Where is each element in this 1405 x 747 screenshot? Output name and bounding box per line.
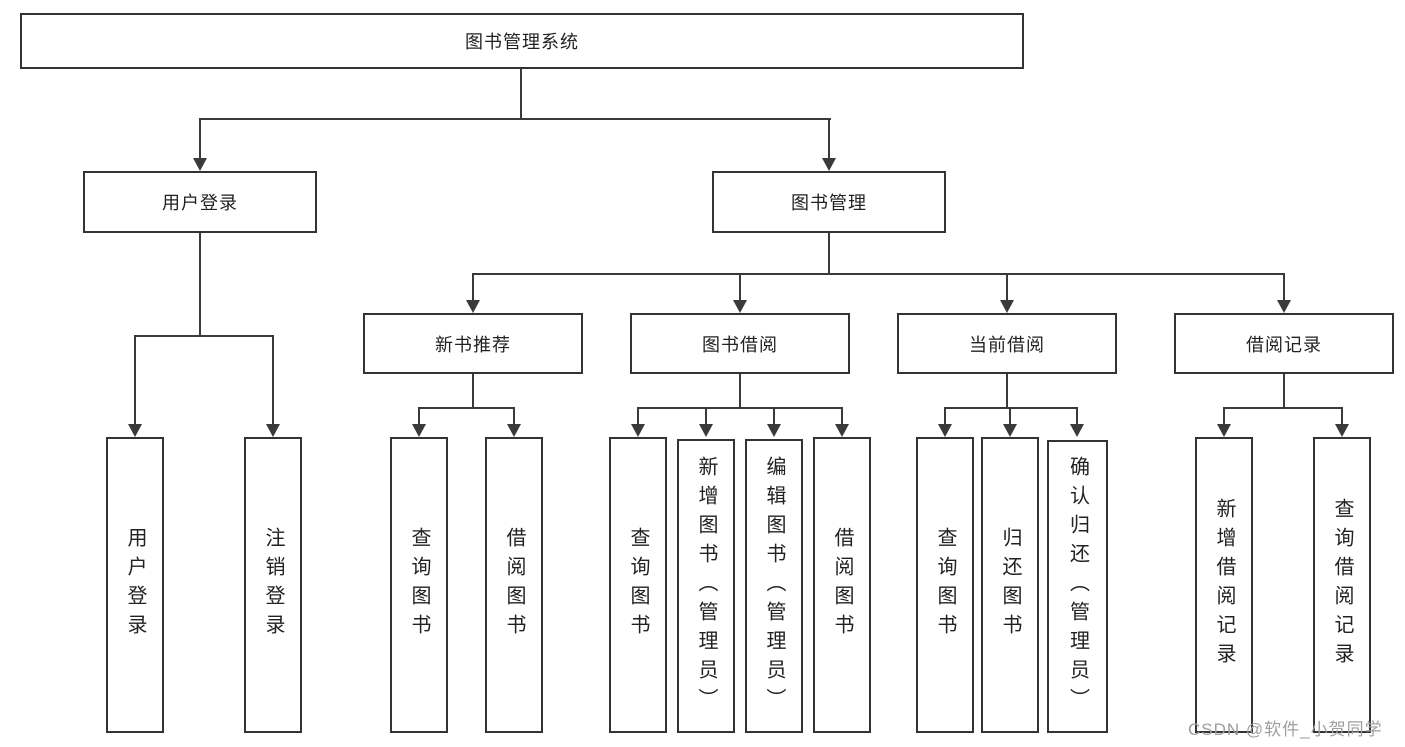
node-query-book-current: 查询图书 [916, 437, 974, 733]
node-borrow-book: 借阅图书 [813, 437, 871, 733]
node-edit-book-admin: 编辑图书（管理员） [745, 439, 803, 733]
node-label: 查询图书 [408, 527, 430, 643]
arrow-down-icon [507, 424, 521, 437]
connector-drop [637, 407, 639, 424]
connector-login-drop [134, 335, 136, 424]
connector-drop [944, 407, 946, 424]
node-logout: 注销登录 [244, 437, 302, 733]
node-label: 查询图书 [627, 527, 649, 643]
arrow-down-icon [938, 424, 952, 437]
arrow-down-icon [1070, 424, 1084, 437]
node-return-book: 归还图书 [981, 437, 1039, 733]
connector-user-login-bar [134, 335, 274, 337]
node-label: 新增图书（管理员） [695, 455, 717, 717]
node-label: 借阅记录 [1246, 334, 1322, 355]
node-query-borrow-record: 查询借阅记录 [1313, 437, 1371, 733]
node-add-book-admin: 新增图书（管理员） [677, 439, 735, 733]
connector-drop [1341, 407, 1343, 424]
connector-drop [418, 407, 420, 424]
connector-user-login-stem [199, 233, 201, 335]
arrow-down-icon [1335, 424, 1349, 437]
node-query-book-borrow: 查询图书 [609, 437, 667, 733]
connector-borrow-record-drop [1283, 273, 1285, 300]
arrow-down-icon [193, 158, 207, 171]
arrow-down-icon [699, 424, 713, 437]
connector-drop [1223, 407, 1225, 424]
node-label: 用户登录 [124, 527, 146, 643]
arrow-down-icon [1000, 300, 1014, 313]
connector-drop [1076, 407, 1078, 424]
connector-drop [841, 407, 843, 424]
node-book-borrow: 图书借阅 [630, 313, 850, 374]
arrow-down-icon [835, 424, 849, 437]
node-borrow-book-recommend: 借阅图书 [485, 437, 543, 733]
connector-borrow-record-stem [1283, 374, 1285, 407]
arrow-down-icon [128, 424, 142, 437]
connector-user-login-drop [199, 118, 201, 158]
node-library-management-system: 图书管理系统 [20, 13, 1024, 69]
node-label: 注销登录 [262, 527, 284, 643]
arrow-down-icon [1217, 424, 1231, 437]
connector-book-management-bar [472, 273, 1285, 275]
node-label: 借阅图书 [503, 527, 525, 643]
node-label: 归还图书 [999, 527, 1021, 643]
node-label: 图书借阅 [702, 334, 778, 355]
arrow-down-icon [631, 424, 645, 437]
connector-drop [773, 407, 775, 424]
arrow-down-icon [733, 300, 747, 313]
connector-book-borrow-bar [637, 407, 843, 409]
arrow-down-icon [822, 158, 836, 171]
node-label: 确认归还（管理员） [1066, 456, 1089, 717]
connector-drop [513, 407, 515, 424]
node-label: 编辑图书（管理员） [763, 455, 785, 717]
connector-current-borrow-drop [1006, 273, 1008, 300]
node-label: 图书管理系统 [465, 32, 579, 52]
node-book-management: 图书管理 [712, 171, 946, 233]
csdn-watermark: CSDN @软件_小贺同学 [1188, 720, 1383, 739]
connector-book-borrow-stem [739, 374, 741, 407]
node-label: 查询借阅记录 [1331, 498, 1353, 672]
node-label: 查询图书 [934, 527, 956, 643]
node-user-login: 用户登录 [83, 171, 317, 233]
node-borrow-record: 借阅记录 [1174, 313, 1394, 374]
connector-drop [1009, 407, 1011, 424]
arrow-down-icon [412, 424, 426, 437]
connector-root-bar [199, 118, 831, 120]
node-label: 用户登录 [162, 193, 238, 213]
node-label: 图书管理 [791, 193, 867, 213]
connector-root-stem [520, 69, 522, 118]
node-new-book-recommend: 新书推荐 [363, 313, 583, 374]
arrow-down-icon [266, 424, 280, 437]
connector-new-book-stem [472, 374, 474, 407]
connector-new-book-bar [418, 407, 515, 409]
connector-book-management-stem [828, 233, 830, 273]
connector-new-book-drop [472, 273, 474, 300]
node-user-login-leaf: 用户登录 [106, 437, 164, 733]
node-label: 新书推荐 [435, 334, 511, 355]
connector-logout-drop [272, 335, 274, 424]
connector-borrow-record-bar [1223, 407, 1342, 409]
node-add-borrow-record: 新增借阅记录 [1195, 437, 1253, 733]
arrow-down-icon [767, 424, 781, 437]
arrow-down-icon [466, 300, 480, 313]
connector-book-borrow-drop [739, 273, 741, 300]
connector-current-borrow-stem [1006, 374, 1008, 407]
node-label: 当前借阅 [969, 334, 1045, 355]
node-confirm-return-admin: 确认归还（管理员） [1047, 440, 1108, 733]
connector-drop [705, 407, 707, 424]
connector-book-management-drop [828, 118, 830, 158]
arrow-down-icon [1003, 424, 1017, 437]
connector-current-borrow-bar [944, 407, 1078, 409]
arrow-down-icon [1277, 300, 1291, 313]
node-query-book-recommend: 查询图书 [390, 437, 448, 733]
node-current-borrow: 当前借阅 [897, 313, 1117, 374]
node-label: 借阅图书 [831, 527, 853, 643]
node-label: 新增借阅记录 [1213, 498, 1235, 672]
